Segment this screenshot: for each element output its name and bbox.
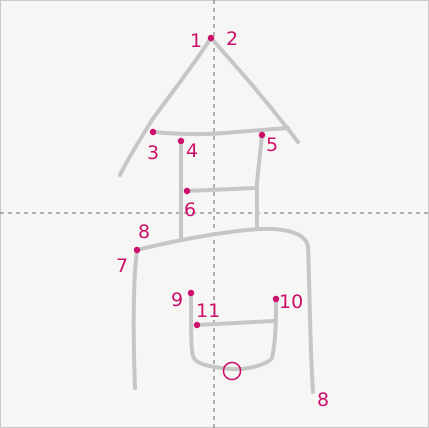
stroke-6-horizontal <box>185 186 257 193</box>
stroke-3-horizontal <box>151 126 290 137</box>
stroke-7-left-vertical <box>131 248 139 390</box>
stroke-start-marker-3 <box>149 128 157 136</box>
stroke-5-vertical-right <box>255 133 264 229</box>
label-7: 7 <box>116 255 128 277</box>
label-2: 2 <box>226 28 238 50</box>
stroke-1-left-slant <box>118 36 213 177</box>
label-8-end: 8 <box>317 389 329 411</box>
label-3: 3 <box>147 142 159 164</box>
stroke-start-marker-11 <box>193 321 201 329</box>
label-9: 9 <box>171 289 183 311</box>
label-4: 4 <box>186 140 198 162</box>
stroke-start-marker-1 <box>207 34 215 42</box>
label-1: 1 <box>190 30 202 52</box>
label-11: 11 <box>196 300 220 322</box>
stroke-start-marker-7 <box>133 246 141 254</box>
label-8-top: 8 <box>138 221 150 243</box>
stroke-start-marker-9 <box>187 289 195 297</box>
stroke-11-inner-horizontal <box>195 319 276 327</box>
label-10: 10 <box>279 291 303 313</box>
stroke-start-marker-5 <box>258 131 266 139</box>
stroke-8-top-and-right <box>135 226 315 394</box>
stroke-start-marker-10 <box>272 295 280 303</box>
stroke-start-marker-4 <box>177 137 185 145</box>
stroke-end-ring <box>222 361 242 381</box>
stroke-start-marker-6 <box>183 187 191 195</box>
stroke-9-inner-box <box>189 291 278 372</box>
label-6: 6 <box>184 199 196 221</box>
label-5: 5 <box>266 134 278 156</box>
